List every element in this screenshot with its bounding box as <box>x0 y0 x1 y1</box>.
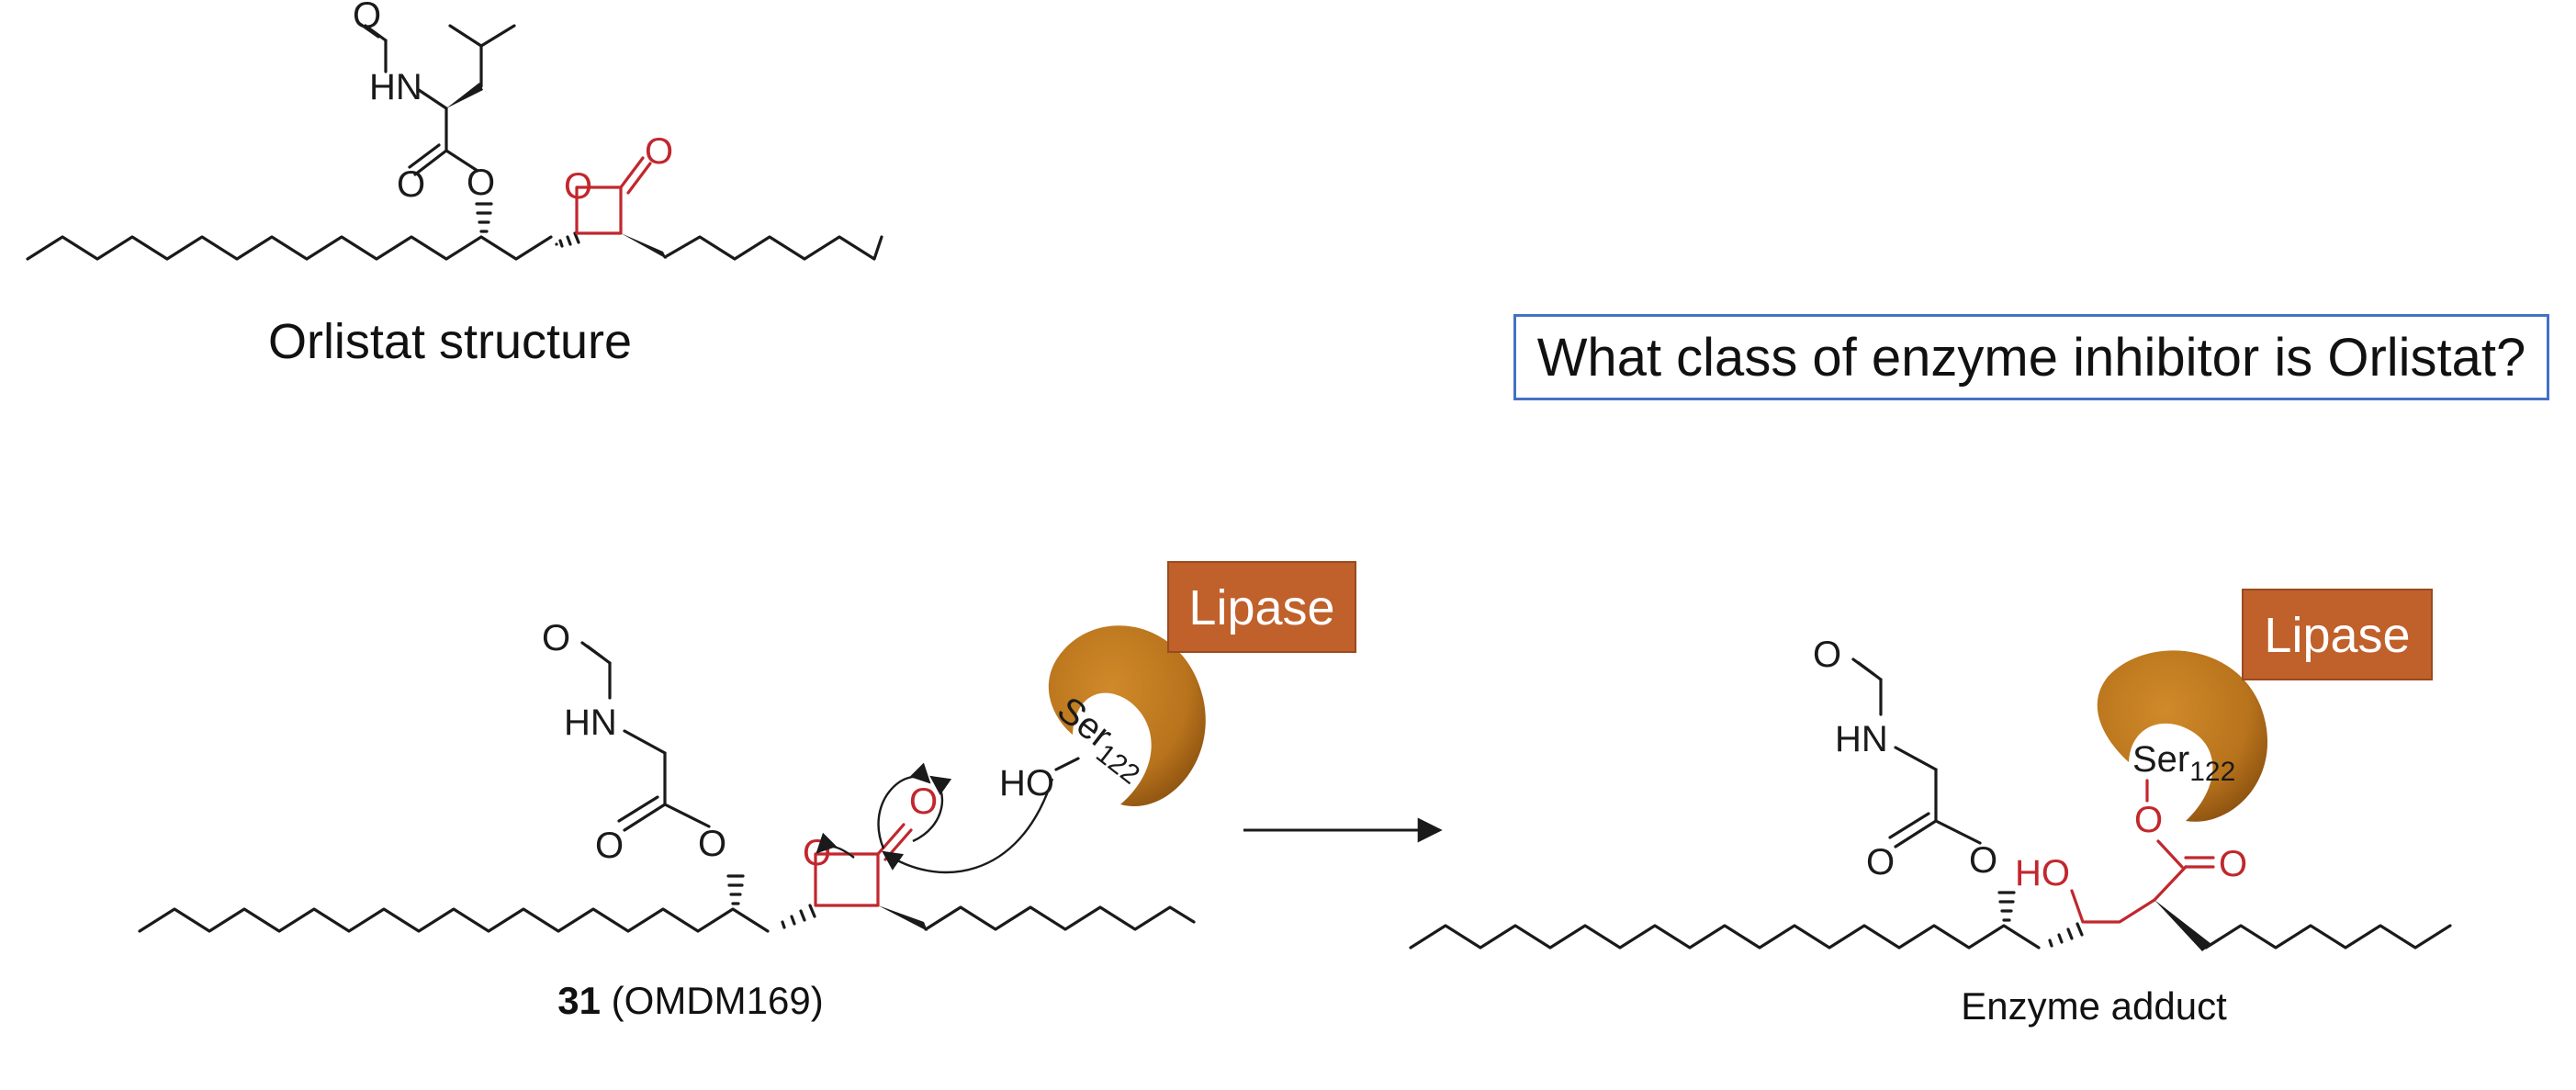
adduct-caption: Enzyme adduct <box>1961 984 2227 1028</box>
formyl-oxygen: O <box>1813 635 1841 675</box>
carbonyl-oxygen: O <box>1866 842 1895 882</box>
adduct-carbonyl-oxygen: O <box>2219 844 2247 884</box>
lipase-label: Lipase <box>1188 580 1334 635</box>
question-text: What class of enzyme inhibitor is Orlist… <box>1536 327 2526 388</box>
compound-31-structure: O HN O O O O <box>138 618 1196 933</box>
carbonyl-oxygen: O <box>397 164 425 205</box>
formyl-oxygen: O <box>353 0 381 36</box>
orlistat-structure: O HN O O O O <box>26 0 883 261</box>
lactone-carbonyl-oxygen: O <box>645 131 673 172</box>
electron-push-arrow <box>912 775 952 843</box>
amide-nh: HN <box>1835 719 1888 759</box>
nucleophilic-attack-arrow <box>882 778 1054 874</box>
serine-label: Ser122 <box>2132 739 2235 787</box>
amide-nh: HN <box>564 702 617 743</box>
ester-oxygen: O <box>1969 840 1997 881</box>
acyl-enzyme-oxygen: O <box>2134 800 2163 840</box>
adduct-hydroxyl: HO <box>2015 853 2070 893</box>
lactone-ring-oxygen: O <box>564 166 592 207</box>
amide-nh: HN <box>369 67 422 107</box>
carbonyl-arrow <box>877 762 931 849</box>
question-box: What class of enzyme inhibitor is Orlist… <box>1513 314 2549 400</box>
enzyme-adduct-structure: O HN O O HO O O <box>1409 635 2452 951</box>
carbonyl-oxygen: O <box>595 826 624 866</box>
lactone-ring-oxygen: O <box>803 833 831 873</box>
lipase-label-box <box>2242 589 2433 680</box>
ester-oxygen: O <box>467 163 495 203</box>
lipase-label-box <box>1167 561 1356 653</box>
ester-oxygen: O <box>698 824 726 864</box>
compound-31-caption: 31 (OMDM169) <box>557 979 823 1022</box>
ring-opening-arrow <box>816 832 855 859</box>
serine-hydroxyl: HO <box>999 763 1054 803</box>
lipase-label: Lipase <box>2264 608 2410 663</box>
formyl-oxygen: O <box>542 618 570 658</box>
orlistat-caption: Orlistat structure <box>268 314 632 369</box>
lactone-carbonyl-oxygen: O <box>909 781 938 822</box>
lipase-enzyme-right: Lipase Ser122 <box>2097 589 2433 822</box>
lipase-enzyme-left: Lipase Ser122 HO <box>999 561 1356 807</box>
